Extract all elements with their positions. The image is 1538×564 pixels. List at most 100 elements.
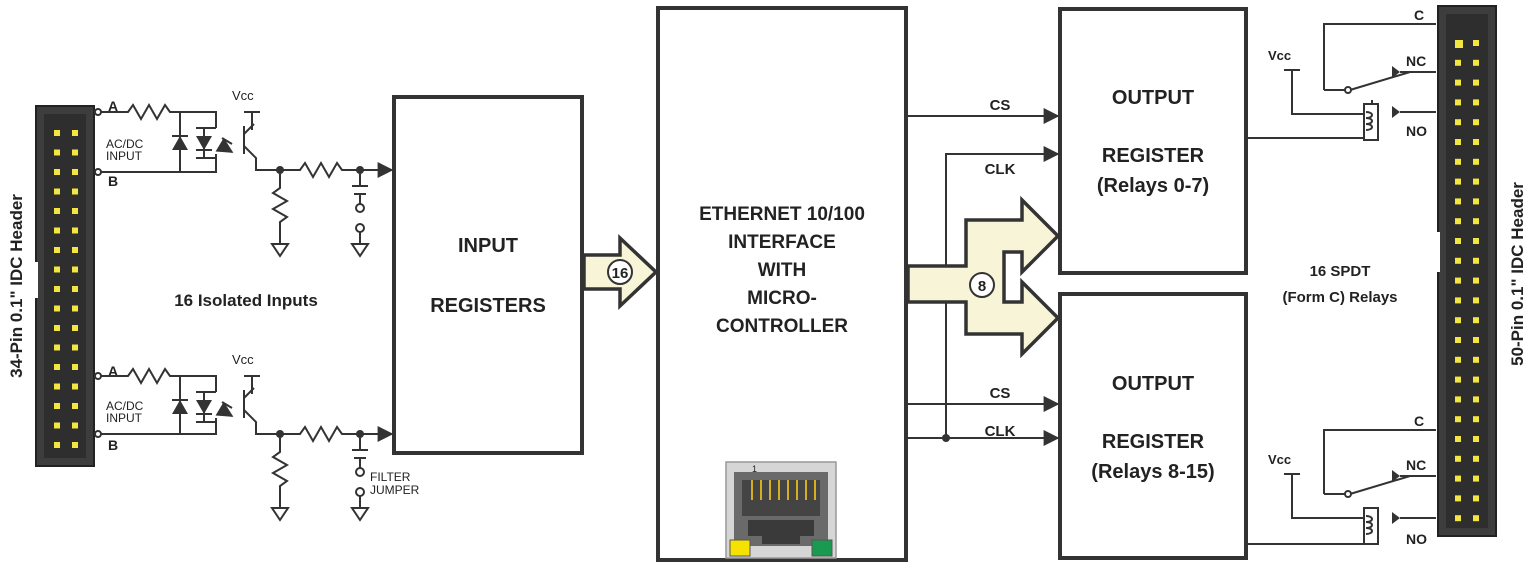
header-pin xyxy=(72,422,78,429)
header-pin xyxy=(1473,158,1479,165)
header-pin xyxy=(1473,218,1479,225)
header-pin xyxy=(1473,178,1479,185)
rj45-jack-icon xyxy=(725,461,837,559)
bus-8-label: 8 xyxy=(978,278,986,295)
header-pin xyxy=(54,188,60,195)
header-pin xyxy=(72,344,78,351)
right-header-title: 50-Pin 0.1" IDC Header xyxy=(1508,182,1527,366)
header-pin xyxy=(72,325,78,331)
header-pin xyxy=(72,208,78,214)
header-pin xyxy=(1473,515,1479,522)
header-pin xyxy=(1455,376,1461,383)
link-led-yellow xyxy=(729,539,751,557)
header-pin xyxy=(1473,257,1479,264)
input-label: INPUT xyxy=(106,411,143,425)
output-register-2-line1: OUTPUT xyxy=(1112,373,1194,395)
controller-line5: CONTROLLER xyxy=(716,316,848,337)
header-pin xyxy=(54,364,60,370)
header-pin xyxy=(1455,297,1461,304)
header-pin xyxy=(1455,59,1461,66)
header-pin xyxy=(72,188,78,195)
header-pin xyxy=(54,286,60,292)
header-pin xyxy=(1473,40,1479,46)
terminal-b-label: B xyxy=(108,437,118,453)
header-pin xyxy=(54,227,60,234)
relay-no-label: NO xyxy=(1406,123,1427,139)
terminal-b-label: B xyxy=(108,173,118,189)
clk-label-2: CLK xyxy=(985,423,1016,440)
isolated-inputs-label: 16 Isolated Inputs xyxy=(174,291,318,310)
vcc-label: Vcc xyxy=(232,352,254,367)
filter-label: FILTER xyxy=(370,470,411,484)
right-header-pins xyxy=(1455,40,1479,522)
header-pin xyxy=(1455,139,1461,145)
terminal-a-label: A xyxy=(108,98,118,114)
input-channel-2: A B AC/DC INPUT Vcc FILTER JUMPER xyxy=(94,352,420,522)
header-pin xyxy=(1473,238,1479,244)
header-pin xyxy=(1455,178,1461,185)
header-pin xyxy=(72,227,78,234)
clk-label-1: CLK xyxy=(985,161,1016,178)
bus-16-badge xyxy=(607,259,633,285)
rj45-pin-label: 1 xyxy=(752,464,757,474)
controller-line1: ETHERNET 10/100 xyxy=(699,204,865,225)
activity-led-green xyxy=(811,539,833,557)
header-pin xyxy=(1473,99,1479,106)
header-pin xyxy=(72,305,78,312)
relay-vcc-label: Vcc xyxy=(1268,48,1291,63)
relay-no-label: NO xyxy=(1406,531,1427,547)
input-registers-line2: REGISTERS xyxy=(430,295,546,317)
header-pin xyxy=(1455,396,1461,403)
header-pin xyxy=(1473,119,1479,126)
header-pin xyxy=(72,247,78,253)
input-registers-box xyxy=(392,95,584,455)
header-pin xyxy=(1455,495,1461,502)
header-pin xyxy=(1473,356,1479,363)
input-channel-1: A B AC/DC INPUT Vcc xyxy=(94,88,394,258)
header-pin xyxy=(1455,238,1461,244)
relay-nc-label: NC xyxy=(1406,457,1426,473)
header-pin xyxy=(72,286,78,292)
header-pin xyxy=(72,403,78,409)
output-register-1-line1: OUTPUT xyxy=(1112,87,1194,109)
left-header-pins xyxy=(54,130,78,448)
ac-dc-label: AC/DC xyxy=(106,399,144,413)
header-pin xyxy=(54,169,60,175)
header-pin xyxy=(1455,515,1461,522)
relays-label-line1: 16 SPDT xyxy=(1310,263,1371,280)
header-pin xyxy=(1473,79,1479,86)
header-pin xyxy=(54,442,60,448)
header-pin xyxy=(1473,475,1479,482)
left-idc-header xyxy=(30,105,95,467)
header-pin xyxy=(1455,277,1461,284)
header-pin xyxy=(1473,198,1479,205)
header-pin xyxy=(72,149,78,156)
header-pin xyxy=(1473,277,1479,284)
relay-vcc-label: Vcc xyxy=(1268,452,1291,467)
header-pin xyxy=(72,364,78,370)
header-pin xyxy=(1455,119,1461,126)
header-pin xyxy=(1455,158,1461,165)
bus-8-badge xyxy=(969,272,995,298)
terminal-a-label: A xyxy=(108,363,118,379)
header-pin xyxy=(54,149,60,156)
ac-dc-label: AC/DC xyxy=(106,137,144,151)
header-pin xyxy=(1455,198,1461,205)
header-pin xyxy=(1455,356,1461,363)
relays-label-line2: (Form C) Relays xyxy=(1282,289,1397,306)
controller-line3: WITH xyxy=(758,260,807,281)
header-pin xyxy=(1455,79,1461,86)
header-pin xyxy=(54,247,60,253)
header-pin xyxy=(1473,317,1479,324)
output-register-2-line2: REGISTER xyxy=(1102,431,1205,453)
header-pin xyxy=(54,130,60,136)
left-header-title: 34-Pin 0.1" IDC Header xyxy=(7,194,26,378)
jumper-label: JUMPER xyxy=(370,483,420,497)
header-pin xyxy=(72,130,78,136)
header-pin xyxy=(1455,475,1461,482)
vcc-label: Vcc xyxy=(232,88,254,103)
header-pin xyxy=(54,208,60,214)
header-pin xyxy=(54,305,60,312)
cs-label-2: CS xyxy=(990,385,1011,402)
